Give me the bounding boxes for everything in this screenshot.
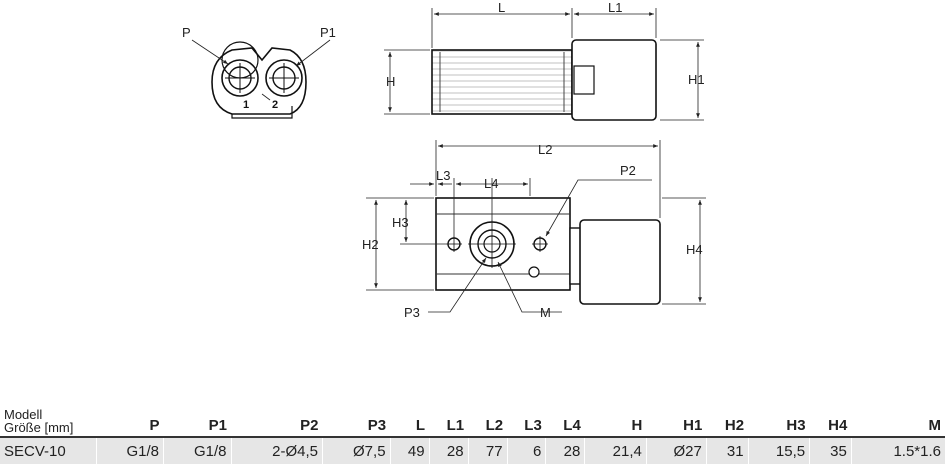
cell-p2: 2-Ø4,5 <box>230 437 323 464</box>
technical-drawing: P P1 1 2 L L1 H H1 <box>182 0 706 320</box>
dim-h1: H1 <box>688 72 705 87</box>
column-header-l4: L4 <box>545 398 585 438</box>
column-header-h: H <box>584 398 647 438</box>
label-port-2: 2 <box>272 99 278 111</box>
front-view <box>435 197 661 305</box>
cell-h: 21,4 <box>584 437 647 464</box>
dim-l: L <box>498 0 505 15</box>
cell-h3: 15,5 <box>747 437 810 464</box>
dim-h4: H4 <box>686 242 703 257</box>
model-header-line1: Modell <box>4 407 43 422</box>
dim-h2: H2 <box>362 237 379 252</box>
cell-l: 49 <box>389 437 430 464</box>
cell-h4: 35 <box>809 437 852 464</box>
column-header-p1: P1 <box>163 398 232 438</box>
column-header-h3: H3 <box>748 398 810 438</box>
top-view-leaders <box>191 39 331 101</box>
column-header-l3: L3 <box>507 398 546 438</box>
dim-l4: L4 <box>484 176 498 191</box>
column-header-p2: P2 <box>231 398 323 438</box>
cell-l2: 77 <box>467 437 508 464</box>
cell-p3: Ø7,5 <box>322 437 391 464</box>
model-header: Modell Größe [mm] <box>0 398 96 438</box>
column-header-p3: P3 <box>322 398 391 438</box>
label-p3: P3 <box>404 305 420 320</box>
cell-l3: 6 <box>506 437 546 464</box>
column-header-h2: H2 <box>706 398 749 438</box>
column-header-h1: H1 <box>646 398 707 438</box>
model-header-line2: Größe [mm] <box>4 420 74 435</box>
label-p: P <box>182 25 191 40</box>
cell-l4: 28 <box>545 437 585 464</box>
column-header-h4: H4 <box>809 398 852 438</box>
front-view-dims <box>366 140 706 313</box>
label-port-1: 1 <box>243 99 249 111</box>
column-header-l2: L2 <box>468 398 508 438</box>
cell-h1: Ø27 <box>645 437 707 464</box>
cell-h2: 31 <box>705 437 749 464</box>
dim-l2: L2 <box>538 142 552 157</box>
column-header-l1: L1 <box>429 398 469 438</box>
dim-l3: L3 <box>436 168 450 183</box>
cell-l1: 28 <box>428 437 469 464</box>
dim-h: H <box>386 74 395 89</box>
label-p2: P2 <box>620 163 636 178</box>
column-header-p: P <box>96 398 164 438</box>
column-header-l: L <box>390 398 430 438</box>
cell-p1: G1/8 <box>163 437 232 464</box>
side-view <box>431 39 657 121</box>
label-p1: P1 <box>320 25 336 40</box>
dim-l1: L1 <box>608 0 622 15</box>
cell-p: G1/8 <box>95 437 164 464</box>
label-m: M <box>540 305 551 320</box>
cell-model: SECV-10 <box>0 437 96 464</box>
column-header-m: M <box>851 398 945 438</box>
side-view-dims <box>384 8 704 121</box>
top-view <box>211 41 307 119</box>
dim-h3: H3 <box>392 215 409 230</box>
cell-m: 1.5*1.6 <box>850 437 945 464</box>
